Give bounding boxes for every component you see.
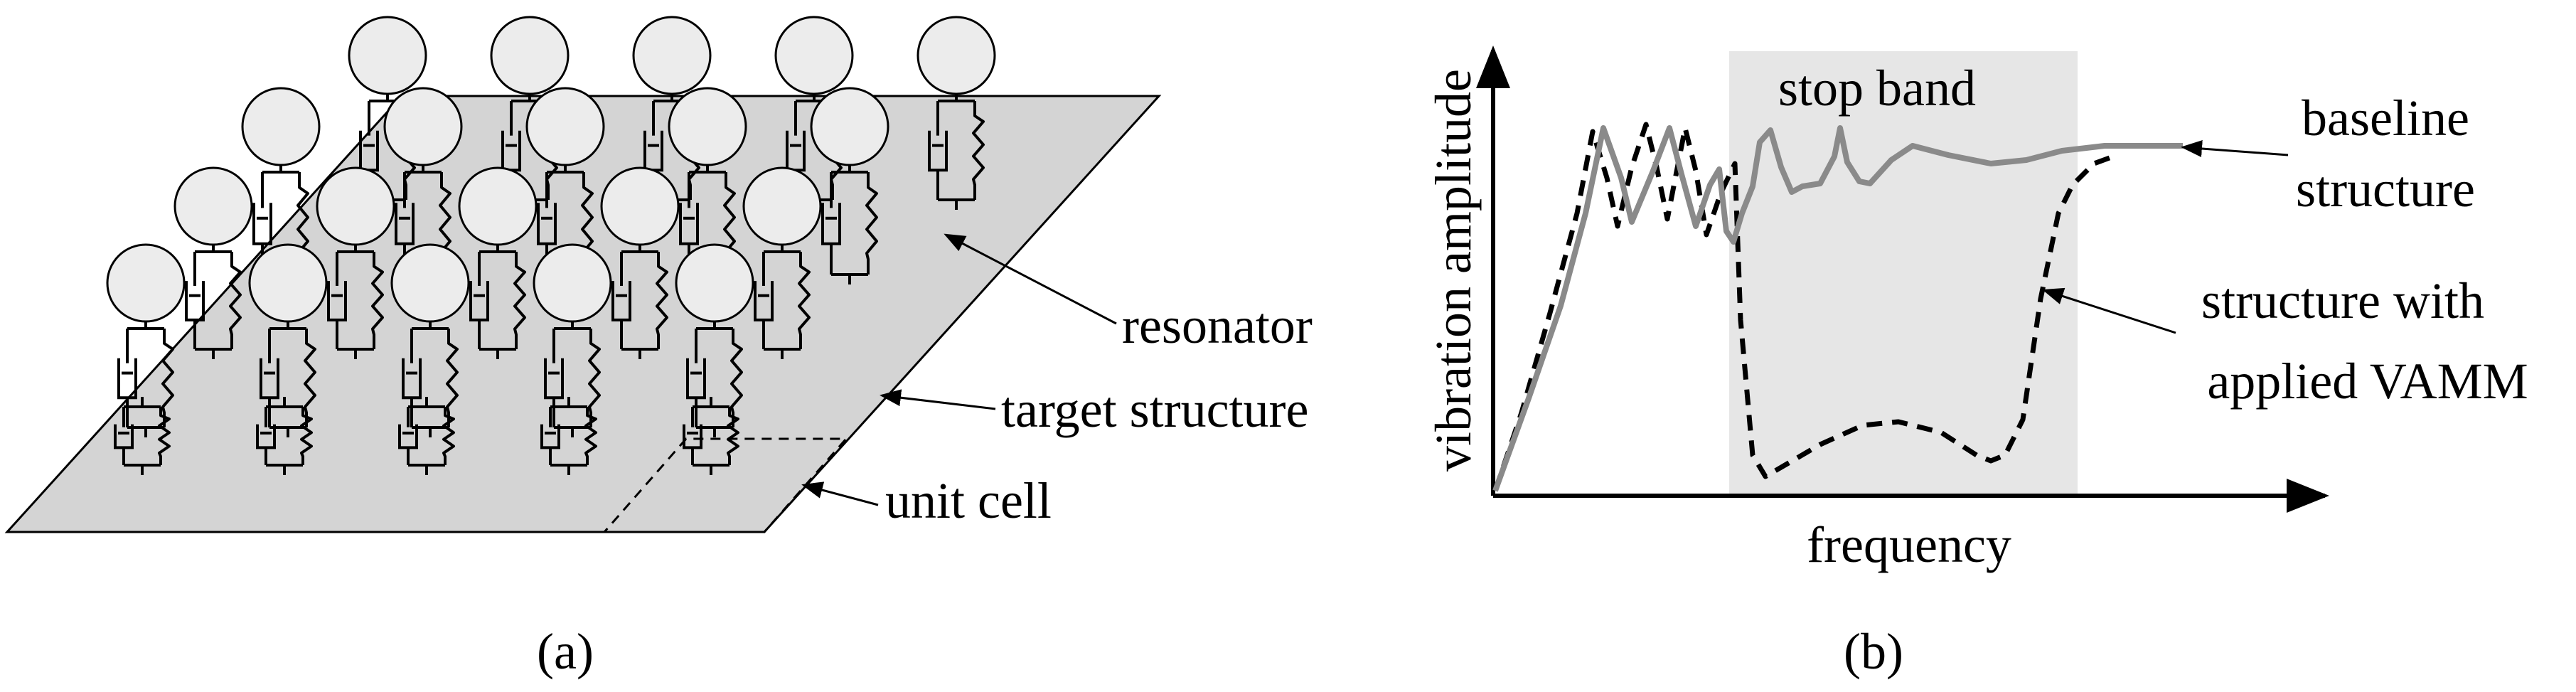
resonator-mass xyxy=(916,16,996,95)
resonator-mass xyxy=(533,243,612,323)
resonator-mass xyxy=(348,16,427,95)
panel-b: stop band baseline structure structure w… xyxy=(1425,46,2528,680)
spring-damper-r2-c0 xyxy=(185,242,242,359)
baseline-label-line2: structure xyxy=(2296,161,2475,218)
target-structure-label: target structure xyxy=(1001,381,1309,438)
resonator-mass xyxy=(774,16,854,95)
vamm-arrow xyxy=(2042,287,2176,334)
spring-damper-r2-c1 xyxy=(327,242,384,359)
resonator-mass xyxy=(632,16,712,95)
resonator-mass xyxy=(390,243,470,323)
resonator-mass xyxy=(241,87,321,166)
spring-damper-r3-c4 xyxy=(686,319,743,437)
stop-band-region xyxy=(1729,51,2078,496)
spring-damper-r2-c4 xyxy=(754,242,811,359)
resonator-mass xyxy=(490,16,570,95)
resonator-mass xyxy=(810,87,889,166)
spring-damper-r1-c4 xyxy=(821,162,878,284)
target-structure-arrow xyxy=(880,389,996,410)
baseline-curve xyxy=(1492,125,2183,492)
resonator-mass xyxy=(248,243,328,323)
vamm-label-line1: structure with xyxy=(2201,272,2484,329)
resonator-mass xyxy=(742,166,822,246)
resonator-mass xyxy=(316,166,395,246)
resonator-mass xyxy=(383,87,463,166)
spring-damper-front-1 xyxy=(256,397,313,475)
baseline-arrow xyxy=(2181,140,2289,157)
resonator-mass xyxy=(173,166,253,246)
vamm-label-line2: applied VAMM xyxy=(2207,353,2528,410)
spring-damper-r2-c3 xyxy=(611,242,668,359)
resonator-mass xyxy=(675,243,754,323)
resonator-mass xyxy=(668,87,747,166)
unit-cell-label: unit cell xyxy=(885,472,1052,529)
spring-damper-r3-c3 xyxy=(544,319,601,437)
resonator-mass xyxy=(525,87,605,166)
x-axis-label: frequency xyxy=(1807,516,2011,573)
resonator-label: resonator xyxy=(1122,297,1313,354)
vamm-curve xyxy=(1492,122,2117,492)
resonator-arrow xyxy=(944,233,1117,325)
unit-cell-outline xyxy=(602,437,849,533)
panel-b-caption: (b) xyxy=(1844,623,1903,680)
stop-band-label: stop band xyxy=(1778,60,1976,117)
spring-damper-r0-c4 xyxy=(928,91,985,210)
unit-cell-arrow xyxy=(801,481,879,506)
spring-damper-r3-c1 xyxy=(260,319,316,437)
resonator-mass xyxy=(106,243,186,323)
panel-a: resonator target structure unit cell (a) xyxy=(4,16,1313,680)
baseline-label-line1: baseline xyxy=(2302,90,2469,147)
resonator-grid xyxy=(106,16,996,475)
resonator-mass xyxy=(458,166,538,246)
y-axis-label: vibration amplitude xyxy=(1425,69,1482,472)
panel-a-caption: (a) xyxy=(537,623,594,680)
spring-damper-r3-c0 xyxy=(117,319,174,437)
resonator-mass xyxy=(600,166,680,246)
spring-damper-front-3 xyxy=(540,397,597,475)
